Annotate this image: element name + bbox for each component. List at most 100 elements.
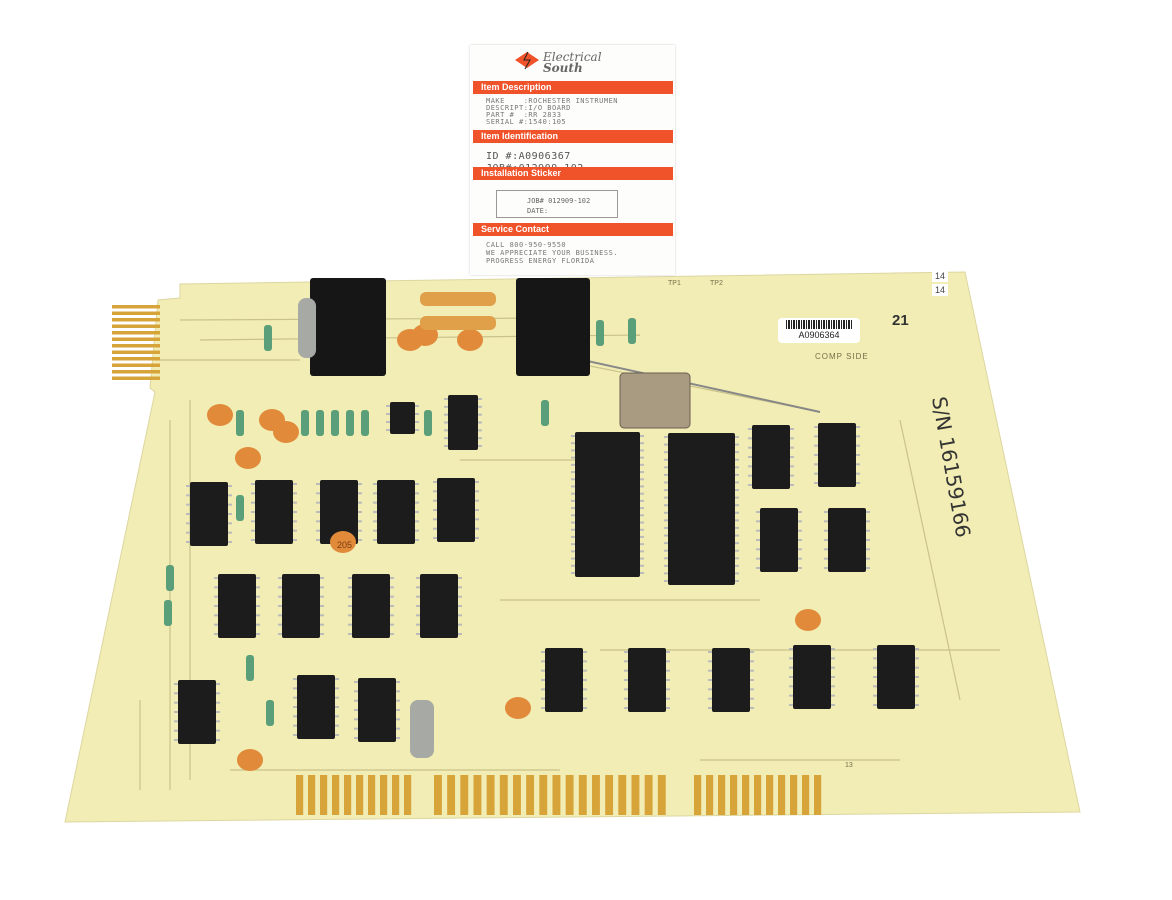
installation-sticker: JOB# 012909-102 DATE: xyxy=(496,190,618,218)
ic-pin xyxy=(320,623,324,626)
edge-connector-finger xyxy=(392,775,400,815)
ic-pin xyxy=(228,531,232,534)
ic-pin xyxy=(256,633,260,635)
ic-pin xyxy=(915,657,919,660)
ic-pin xyxy=(396,709,400,711)
ic-pin xyxy=(458,586,462,589)
ic-pin xyxy=(571,543,575,546)
ic-pin xyxy=(824,511,828,513)
ic-pin xyxy=(475,499,479,502)
ic-pin xyxy=(373,529,377,532)
ic-pin xyxy=(789,648,793,650)
ic-pin xyxy=(348,595,352,598)
edge-connector-finger xyxy=(434,775,442,815)
ic-pin xyxy=(640,435,644,437)
ic-pin xyxy=(664,511,668,514)
desc-line: PART # :RR 2833 xyxy=(486,111,562,119)
ic-pin xyxy=(735,557,739,560)
ic-pin xyxy=(789,666,793,669)
ic-pin xyxy=(748,456,752,458)
ic-pin xyxy=(814,472,818,475)
resistor xyxy=(266,700,274,726)
ic-pin xyxy=(708,707,712,709)
ic-pin xyxy=(214,633,218,635)
ic-pin xyxy=(789,676,793,678)
ic-pin xyxy=(320,614,324,617)
ic-pin xyxy=(251,520,255,523)
ic-chip xyxy=(818,423,856,487)
ic-pin xyxy=(624,679,628,681)
ic-pin xyxy=(798,567,802,569)
side-connector-finger xyxy=(112,357,160,361)
edge-connector-finger xyxy=(742,775,750,815)
side-connector-finger xyxy=(112,324,160,328)
ic-pin xyxy=(186,503,190,506)
ic-pin xyxy=(789,685,793,688)
ic-pin xyxy=(831,704,835,706)
ic-pin xyxy=(214,577,218,579)
ic-pin xyxy=(433,509,437,511)
ic-pin xyxy=(444,421,448,424)
edge-connector-finger xyxy=(754,775,762,815)
ic-pin xyxy=(216,683,220,685)
edge-connector-finger xyxy=(592,775,600,815)
ic-pin xyxy=(664,489,668,492)
ic-pin xyxy=(216,711,220,713)
ic-pin xyxy=(789,704,793,706)
ic-pin xyxy=(824,557,828,560)
edge-connector-finger xyxy=(296,775,304,815)
ic-pin xyxy=(541,688,545,691)
ceramic-capacitor xyxy=(457,329,483,351)
ic-pin xyxy=(640,485,644,488)
ic-pin xyxy=(354,699,358,702)
ic-pin xyxy=(458,614,462,617)
ic-pin xyxy=(320,633,324,635)
ic-pin xyxy=(478,398,482,400)
edge-connector-finger xyxy=(499,775,508,815)
ceramic-capacitor xyxy=(237,749,263,771)
ic-pin xyxy=(915,685,919,688)
ic-pin xyxy=(624,660,628,663)
ic-pin xyxy=(640,528,644,531)
ic-pin xyxy=(444,413,448,416)
ic-pin xyxy=(541,679,545,681)
ic-pin xyxy=(278,577,282,579)
ic-pin xyxy=(386,421,390,423)
ic-pin xyxy=(571,557,575,560)
edge-connector-finger xyxy=(730,775,738,815)
ic-pin xyxy=(789,694,793,697)
resistor xyxy=(301,410,309,436)
ceramic-capacitor xyxy=(795,609,821,631)
ic-pin xyxy=(316,520,320,523)
ic-pin xyxy=(664,473,668,476)
ic-pin xyxy=(415,520,419,523)
ic-pin xyxy=(624,688,628,691)
ic-pin xyxy=(866,511,870,513)
ic-pin xyxy=(415,413,419,415)
ic-chip xyxy=(390,402,415,434)
resistor xyxy=(596,320,604,346)
ic-pin xyxy=(475,527,479,530)
relay xyxy=(310,278,386,376)
ic-pin xyxy=(664,504,668,507)
ic-pin xyxy=(748,446,752,449)
ic-pin xyxy=(915,666,919,669)
ic-pin xyxy=(866,529,870,532)
ic-pin xyxy=(396,727,400,730)
ic-pin xyxy=(831,666,835,669)
ic-pin xyxy=(316,511,320,513)
ic-pin xyxy=(831,648,835,650)
ic-pin xyxy=(790,428,794,430)
ic-pin xyxy=(735,481,739,484)
edge-connector-finger xyxy=(657,775,666,815)
ic-pin xyxy=(735,542,739,545)
edge-connector-finger xyxy=(460,775,469,815)
ic-pin xyxy=(571,507,575,510)
ic-pin xyxy=(186,494,190,497)
ic-pin xyxy=(571,485,575,488)
ic-pin xyxy=(214,595,218,598)
ic-pin xyxy=(228,541,232,543)
ic-pin xyxy=(735,504,739,507)
edge-connector-finger xyxy=(332,775,340,815)
ic-pin xyxy=(735,496,739,499)
